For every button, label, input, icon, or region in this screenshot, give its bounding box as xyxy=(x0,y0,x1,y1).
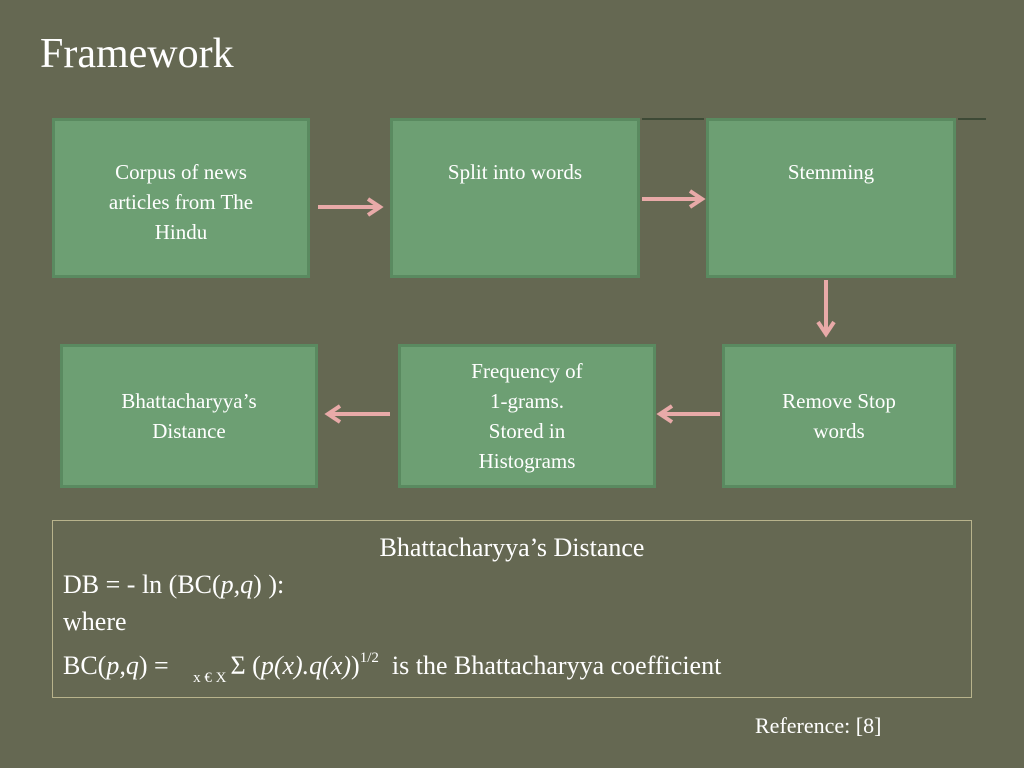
arrow-down-icon xyxy=(816,280,836,338)
formula-bc-pq: p,q xyxy=(106,651,139,680)
arrow-left-icon xyxy=(324,404,390,424)
box-stop-words: Remove Stop words xyxy=(722,344,956,488)
formula-db-suffix: ) ): xyxy=(253,570,285,599)
arrow-left-icon xyxy=(656,404,720,424)
formula-subscript: x € X xyxy=(193,670,227,686)
arrow-right-icon xyxy=(642,189,706,209)
formula-term: p(x).q(x) xyxy=(260,651,352,680)
box-distance-label: Bhattacharyya’s Distance xyxy=(121,389,257,443)
box-corpus: Corpus of news articles from The Hindu xyxy=(52,118,310,278)
decorative-line xyxy=(958,118,986,120)
box-frequency: Frequency of 1-grams. Stored in Histogra… xyxy=(398,344,656,488)
box-split-words-label: Split into words xyxy=(447,160,583,184)
formula-db-prefix: DB = - ln (BC( xyxy=(63,570,221,599)
formula-tail: is the Bhattacharyya coefficient xyxy=(378,651,722,680)
formula-db-line: DB = - ln (BC(p,q) ): xyxy=(63,566,961,603)
formula-exponent: 1/2 xyxy=(359,650,379,666)
formula-sigma: Σ ( xyxy=(230,651,261,680)
box-stemming-label: Stemming xyxy=(787,160,875,184)
box-split-words: Split into words xyxy=(390,118,640,278)
arrow-right-icon xyxy=(318,197,384,217)
formula-bc-mid: ) = xyxy=(138,651,176,680)
slide-title: Framework xyxy=(40,31,234,77)
formula-box: Bhattacharyya’s Distance DB = - ln (BC(p… xyxy=(52,520,972,698)
box-stemming: Stemming xyxy=(706,118,956,278)
box-stop-words-label: Remove Stop words xyxy=(782,389,896,443)
formula-bc-prefix: BC( xyxy=(63,651,107,680)
box-corpus-label: Corpus of news articles from The Hindu xyxy=(108,160,254,244)
box-distance: Bhattacharyya’s Distance xyxy=(60,344,318,488)
formula-where: where xyxy=(63,607,127,636)
decorative-line xyxy=(642,118,704,120)
formula-close: ) xyxy=(351,651,360,680)
box-frequency-label: Frequency of 1-grams. Stored in Histogra… xyxy=(471,359,583,473)
formula-pq: p,q xyxy=(220,570,254,599)
reference-note: Reference: [8] xyxy=(755,713,882,738)
formula-heading: Bhattacharyya’s Distance xyxy=(379,533,645,562)
